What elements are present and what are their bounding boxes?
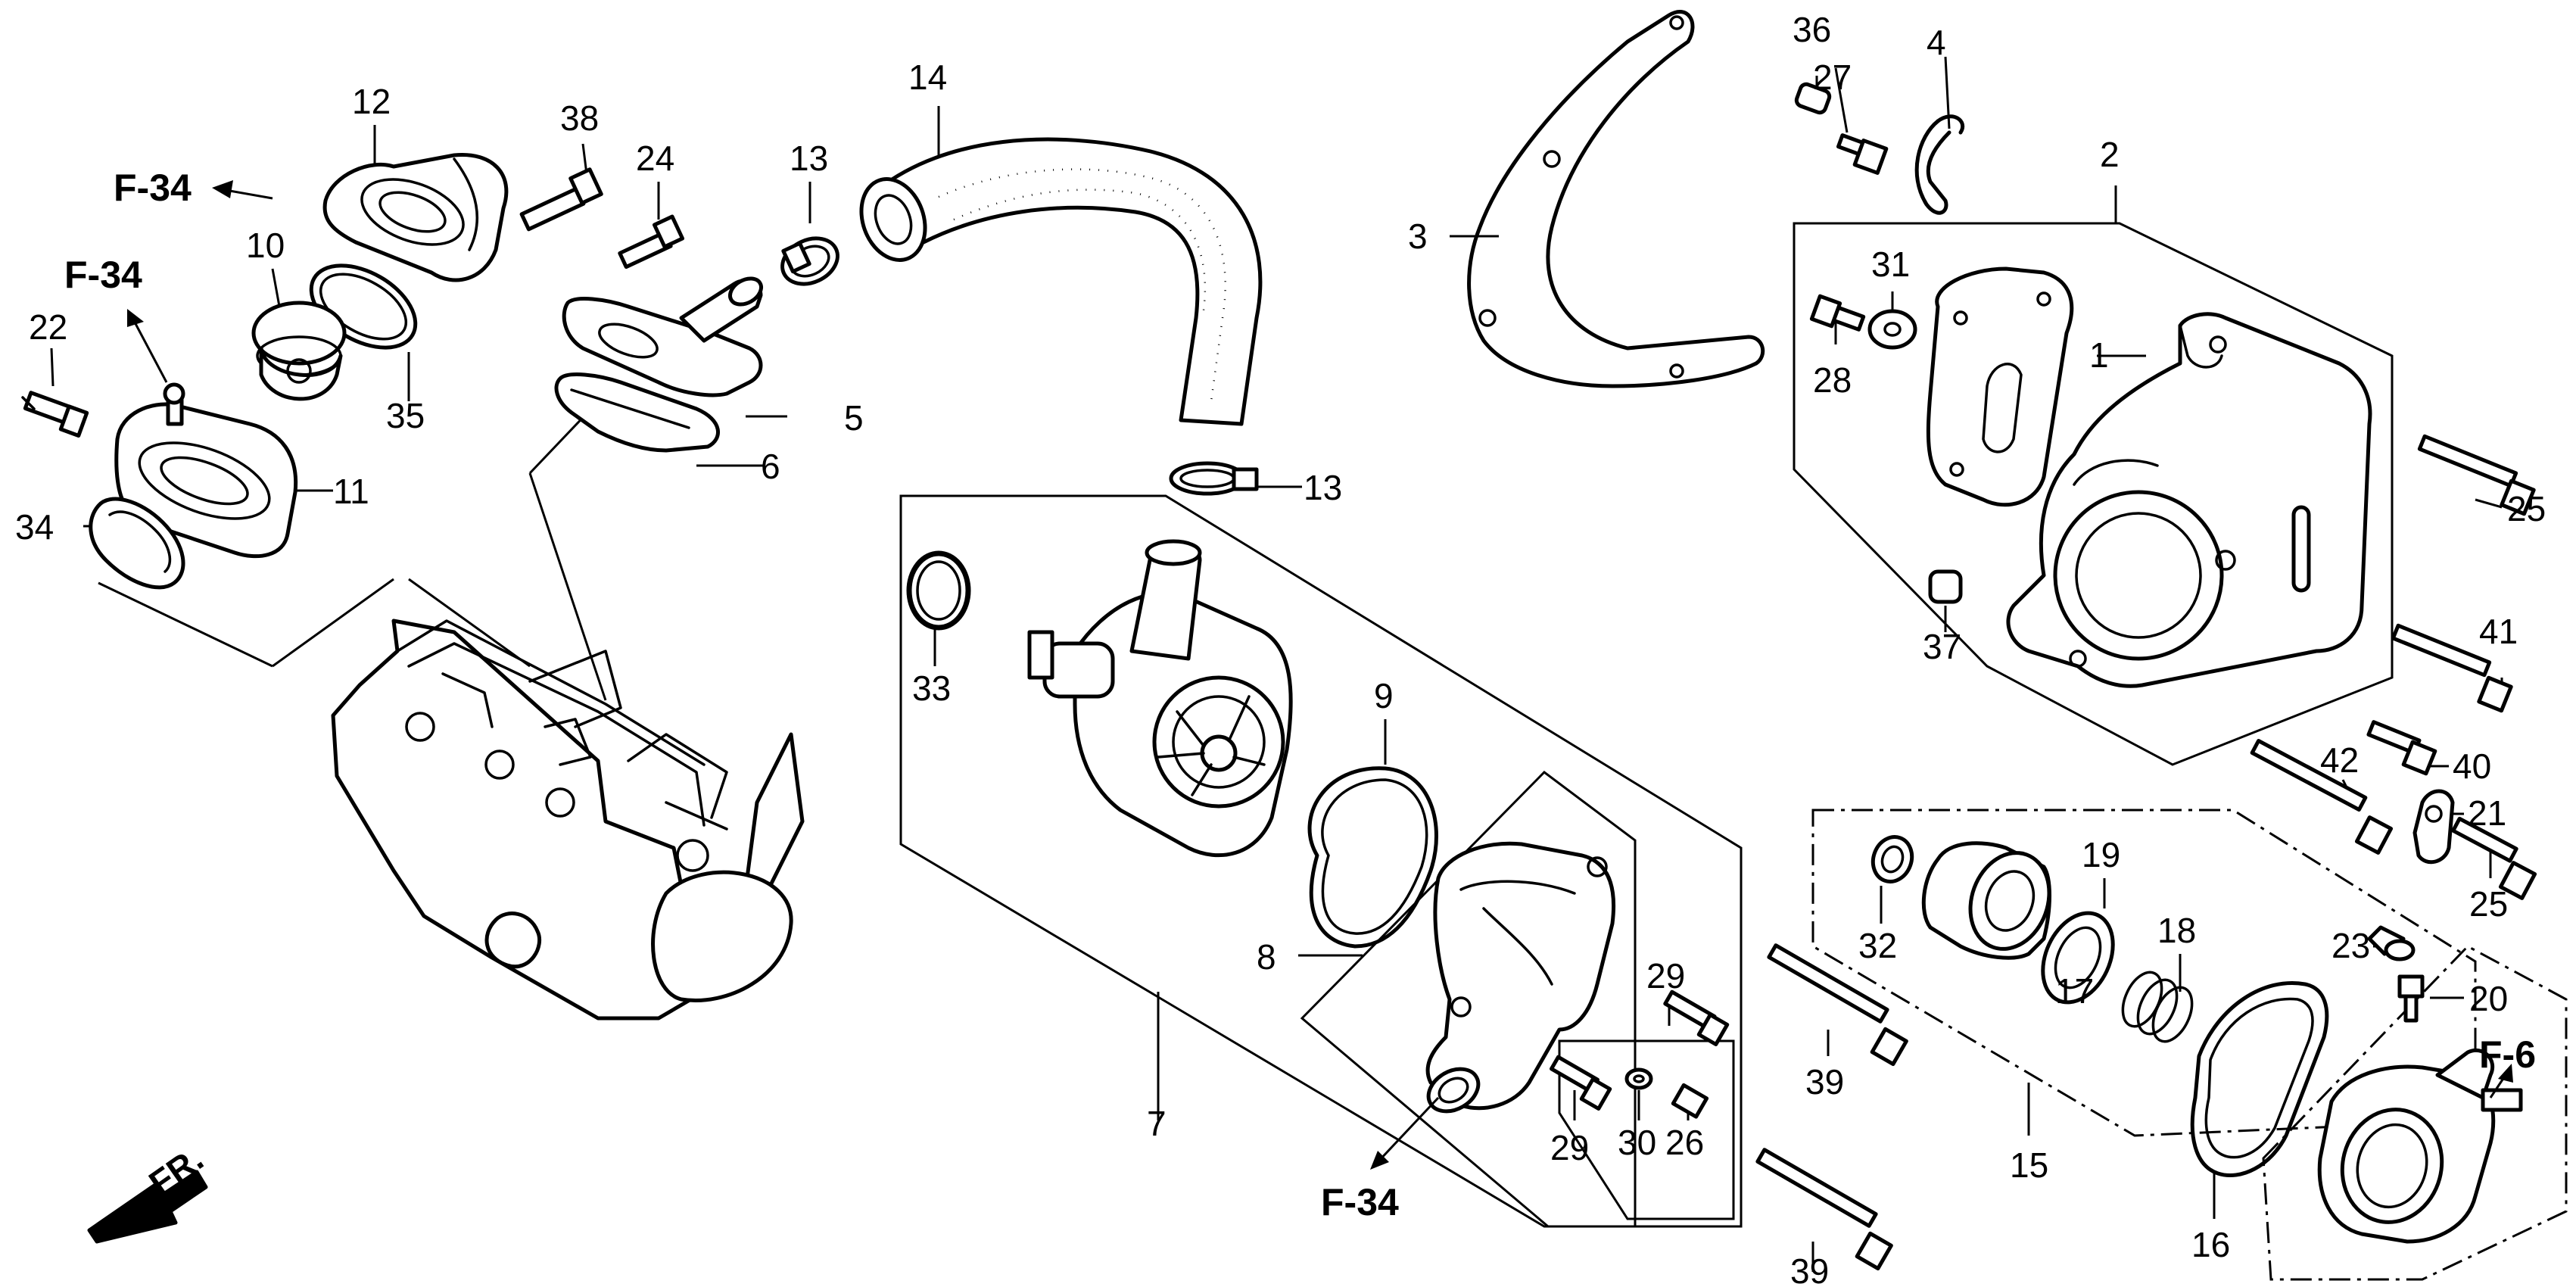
callout-27: 27 [1813,58,1852,97]
callout-38: 38 [560,98,599,138]
cover-group-outline [1793,222,2394,766]
callout-32: 32 [1858,926,1897,965]
callout-3: 3 [1408,217,1428,256]
cover-bracket [1467,10,1765,388]
seal-parts [1870,835,2425,1178]
callout-31: 31 [1871,245,1910,284]
callout-16: 16 [2191,1225,2230,1264]
water-pump [906,539,1293,858]
callout-5: 5 [844,398,864,438]
callout-39-top: 39 [1805,1062,1844,1102]
engine-block [98,392,805,1021]
thermostat-parts [21,152,763,590]
callout-9: 9 [1374,676,1394,715]
outlet-housing [2317,1048,2523,1244]
callout-36: 36 [1793,10,1831,49]
callout-39-bottom: 39 [1790,1251,1829,1287]
callout-numbers: 1 2 3 4 5 6 7 8 9 10 11 12 13 13 14 15 1… [15,10,2546,1287]
callout-6: 6 [761,447,780,486]
reference-labels: F-34 F-34 F-34 F-6 [64,167,2536,1223]
callout-30: 30 [1618,1123,1656,1162]
callout-28: 28 [1813,360,1852,400]
callout-25-bottom: 25 [2469,884,2508,924]
callout-42: 42 [2320,740,2359,780]
callout-20: 20 [2469,979,2508,1018]
callout-25-top: 25 [2507,489,2546,528]
callout-41: 41 [2479,612,2518,651]
cover-bolts [2250,434,2537,900]
reference-f34-left: F-34 [64,254,142,296]
callout-7: 7 [1147,1104,1167,1143]
housing-group-outline [2262,945,2568,1281]
pump-cover [1425,841,1616,1114]
pump-cover-outline [1300,771,1637,1228]
callout-22: 22 [29,307,67,347]
callout-15: 15 [2010,1145,2048,1185]
callout-23: 23 [2331,926,2370,965]
callout-19: 19 [2082,835,2120,874]
callout-18: 18 [2157,911,2196,950]
callout-4: 4 [1927,23,1946,62]
callout-37: 37 [1923,627,1961,666]
callout-33: 33 [912,668,951,708]
callout-1: 1 [2089,335,2109,375]
reference-f34-top: F-34 [114,167,192,209]
callout-35: 35 [386,396,425,435]
top-right-fasteners [1794,82,2074,604]
callout-13-top: 13 [790,139,828,178]
callout-34: 34 [15,507,54,547]
callout-12: 12 [352,82,391,121]
pump-seals [908,552,1438,949]
side-cover [2006,312,2372,688]
callout-11: 11 [333,472,369,511]
callout-10: 10 [246,226,285,265]
bolts [1550,943,1908,1271]
callout-8: 8 [1257,937,1276,977]
callout-29-top: 29 [1646,956,1685,996]
coolant-hose [859,137,1263,426]
bolt-subgroup-outline [1558,1039,1735,1220]
callout-14: 14 [908,58,947,97]
reference-f6: F-6 [2479,1033,2536,1076]
callout-29-bottom: 29 [1550,1128,1589,1167]
callout-21: 21 [2468,793,2506,833]
callout-13-bottom: 13 [1304,468,1342,507]
callout-24: 24 [636,139,674,178]
callout-40: 40 [2453,746,2491,786]
front-direction-arrow: FR. [87,1139,210,1244]
callout-2: 2 [2100,135,2120,174]
reference-f34-bottom: F-34 [1321,1181,1399,1223]
reference-arrows [127,180,2513,1170]
callout-17: 17 [2055,971,2094,1011]
pump-group-outline [899,494,1743,1228]
callout-26: 26 [1665,1123,1704,1162]
hose-clamps [780,236,1259,496]
